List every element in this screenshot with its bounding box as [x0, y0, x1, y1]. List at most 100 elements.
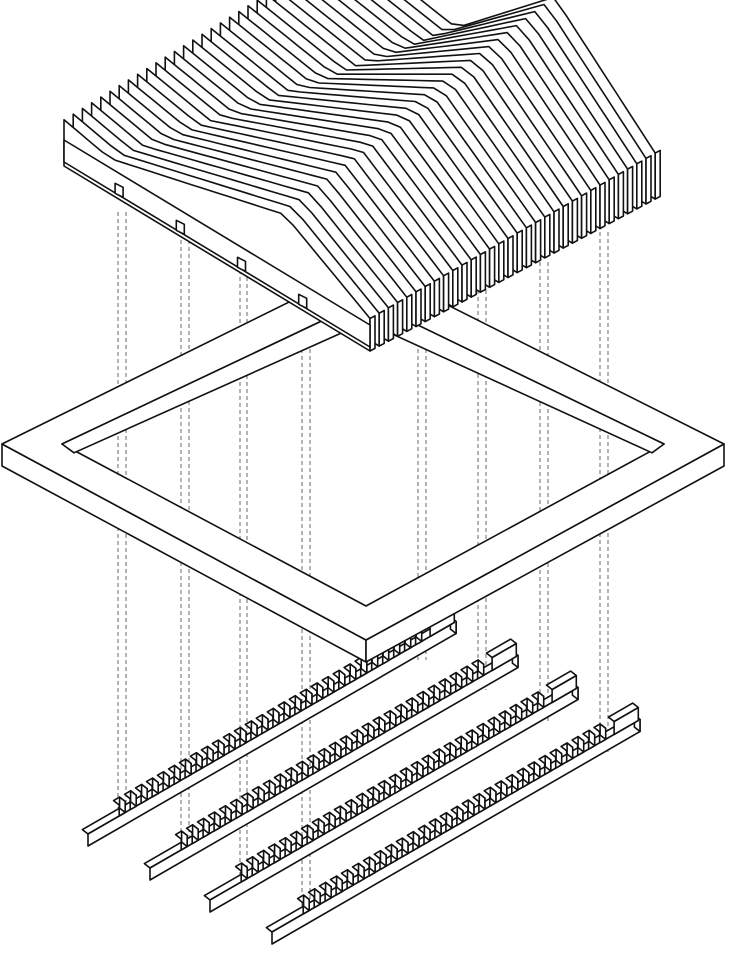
rail-tooth-side	[273, 843, 282, 861]
slatted-roof	[63, 0, 662, 352]
roof-fin-edge	[654, 149, 662, 200]
rail-tooth-side	[250, 720, 258, 738]
roof-fin-edge	[507, 235, 514, 279]
rail-tooth-side	[599, 723, 607, 741]
rail-tooth-side	[191, 823, 199, 842]
rail-tooth-side	[346, 868, 354, 887]
rail-tooth-side	[324, 881, 333, 899]
rail-tooth-side	[349, 663, 357, 681]
roof-fin-edge	[516, 229, 524, 274]
rail-tooth-side	[400, 703, 408, 721]
roof-base-notch	[114, 182, 124, 199]
rail-tooth-side	[515, 703, 523, 721]
roof-fin-edge	[461, 261, 468, 303]
rail-tooth-side	[378, 716, 386, 734]
roof-fin-edge	[589, 186, 597, 235]
rail-tooth-side	[445, 811, 453, 829]
rail-tooth-side	[261, 713, 269, 731]
rail-tooth-side	[316, 682, 324, 700]
rail-tooth-side	[224, 804, 232, 823]
rail-tooth-side	[235, 798, 243, 816]
rail-tooth-side	[456, 805, 464, 823]
roof-fin-edge	[415, 288, 422, 328]
rail-tooth-side	[390, 843, 398, 861]
roof-fin-edge	[470, 256, 478, 298]
rail-tooth-side	[305, 688, 313, 706]
rail-tooth-side	[405, 767, 413, 785]
rail-tooth-side	[140, 783, 148, 801]
rail-tooth-side	[401, 837, 409, 855]
rail-tooth-side	[423, 824, 431, 842]
rail-tooth-side	[504, 710, 512, 728]
roof-fin-edge	[626, 165, 634, 215]
rail-tooth-side	[372, 786, 380, 804]
rail-tooth-side	[327, 675, 335, 693]
roof-fin-edge	[534, 219, 542, 264]
rail-tooth-side	[202, 817, 210, 835]
rail-tooth-side	[180, 830, 188, 848]
roof-fin-edge	[442, 272, 450, 313]
rail-tooth-side	[129, 789, 137, 808]
rail-tooth-side	[416, 760, 424, 778]
rail-tooth-side	[350, 798, 358, 816]
rail-end-stop-top	[545, 670, 578, 691]
rail-tooth-side	[500, 780, 508, 798]
rail-tooth-side	[335, 875, 344, 893]
rail-tooth-side	[284, 836, 292, 855]
roof-base-notch	[175, 219, 186, 236]
rail-tooth-side	[246, 792, 254, 810]
rail-tooth-side	[356, 728, 364, 746]
roof-fin-edge	[562, 203, 570, 249]
roof-fin-edge	[543, 213, 551, 259]
rail-tooth-side	[444, 678, 452, 696]
rail-tooth-side	[228, 732, 236, 750]
rail-tooth-side	[522, 767, 530, 785]
rail-tooth-side	[577, 735, 585, 753]
roof-fin-edge	[635, 160, 643, 210]
roof-fin-edge	[645, 154, 652, 205]
rail-tooth-side	[526, 697, 534, 715]
rail-tooth-side	[460, 735, 468, 753]
roof-base-front	[63, 139, 371, 348]
roof-base-notch	[297, 293, 308, 310]
rail-tooth-side	[357, 862, 365, 880]
roof-fin-edge	[405, 293, 413, 333]
rail-tooth-side	[302, 894, 311, 912]
rail-tooth-side	[489, 786, 497, 804]
rail-tooth-side	[471, 729, 479, 747]
rail-tooth-side	[213, 811, 221, 829]
rail-tooth-side	[555, 748, 563, 766]
rail-tooth-side	[438, 748, 446, 766]
notched-rail	[265, 702, 641, 945]
roof-fin-edge	[396, 298, 404, 338]
rail-tooth-side	[317, 817, 325, 835]
rail-tooth-side	[477, 659, 485, 677]
roof-fin-edge	[617, 170, 625, 220]
roof-base-block	[63, 139, 371, 348]
rail-tooth-side	[422, 690, 430, 708]
rail-tooth-side	[345, 735, 353, 753]
rail-tooth-side	[338, 669, 346, 687]
roof-fin-edge	[378, 309, 386, 347]
rail-tooth-side	[588, 729, 596, 747]
frame-outer-left-face	[1, 443, 367, 663]
rail-tooth-side	[467, 799, 475, 817]
rail-tooth-side	[379, 849, 387, 867]
rail-tooth-side	[361, 792, 369, 810]
rail-tooth-side	[306, 824, 314, 842]
rail-end-stop-top	[485, 638, 518, 659]
roof-fin-edge	[553, 208, 560, 254]
roof-fin-edge	[525, 224, 533, 269]
rail-tooth-side	[272, 707, 280, 725]
rail-tooth-side	[239, 726, 247, 744]
rail-tooth-side	[339, 805, 347, 823]
roof-fin-edge	[433, 277, 441, 318]
rail-tooth-side	[566, 742, 574, 760]
rail-tooth-side	[294, 694, 302, 712]
rail-tooth-side	[251, 855, 260, 874]
rail-tooth-side	[367, 722, 375, 740]
frame-inner-left-face	[61, 299, 367, 454]
rail-tooth-side	[323, 747, 331, 765]
rail-tooth-side	[511, 773, 519, 791]
